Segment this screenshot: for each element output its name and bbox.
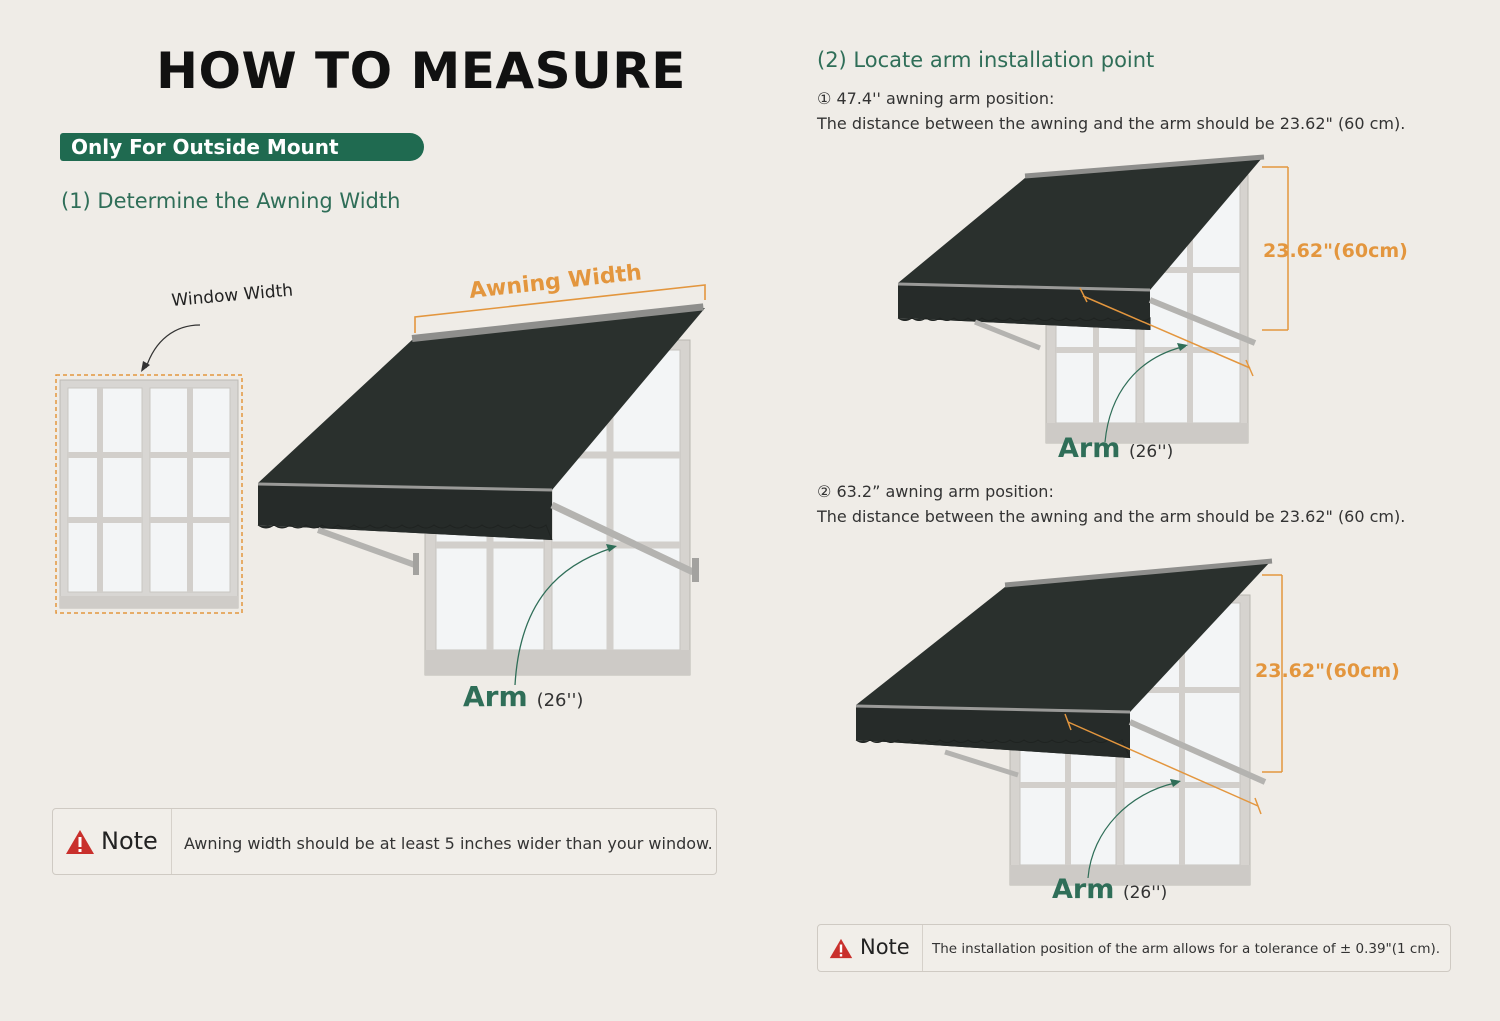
dimension-label-1: 23.62"(60cm): [1263, 240, 1408, 262]
note-label: Note: [860, 935, 910, 959]
section2-heading: (2) Locate arm installation point: [817, 48, 1155, 72]
awning-width-label: Awning Width: [468, 260, 643, 304]
note-box-width: Note Awning width should be at least 5 i…: [52, 808, 717, 875]
item2-description: The distance between the awning and the …: [817, 507, 1406, 526]
window-width-label: Window Width: [171, 280, 294, 311]
arm-size-text: (26''): [536, 690, 584, 711]
item2-title-text: 63.2” awning arm position:: [836, 482, 1054, 501]
arm-size-text: (26''): [1122, 883, 1168, 903]
outside-mount-badge: Only For Outside Mount: [60, 133, 424, 161]
note-box-tolerance: Note The installation position of the ar…: [817, 924, 1451, 972]
item2-title: ② 63.2” awning arm position:: [817, 479, 1054, 504]
section1-heading: (1) Determine the Awning Width: [61, 189, 401, 213]
small-window: [55, 374, 243, 614]
arm-position-1-illustration: [897, 154, 1289, 444]
warning-icon: [829, 938, 853, 959]
arm-label-1: Arm (26''): [1058, 433, 1173, 464]
arm-size-text: (26''): [1128, 442, 1174, 462]
item1-title-text: 47.4'' awning arm position:: [836, 89, 1055, 108]
note-text: Awning width should be at least 5 inches…: [184, 834, 713, 853]
awning-width-illustration: Window Width Awning Width: [55, 260, 706, 686]
warning-icon: [66, 830, 94, 854]
arm-position-2-illustration: [855, 558, 1283, 886]
page-title: HOW TO MEASURE: [156, 42, 686, 100]
dimension-label-2: 23.62"(60cm): [1255, 660, 1400, 682]
arm-label-text: Arm: [463, 680, 528, 713]
awning-1: [897, 154, 1265, 351]
arm-label-left: Arm (26''): [463, 680, 583, 713]
awning-2: [855, 558, 1273, 785]
arm-label-2: Arm (26''): [1052, 874, 1167, 905]
item2-number: ②: [817, 482, 832, 501]
note-label: Note: [101, 827, 158, 855]
item1-number: ①: [817, 89, 832, 108]
item1-description: The distance between the awning and the …: [817, 114, 1406, 133]
arm-label-text: Arm: [1052, 874, 1115, 905]
arm-label-text: Arm: [1058, 433, 1121, 464]
note-text: The installation position of the arm all…: [932, 941, 1441, 957]
awning: [257, 303, 705, 582]
item1-title: ① 47.4'' awning arm position:: [817, 86, 1054, 111]
